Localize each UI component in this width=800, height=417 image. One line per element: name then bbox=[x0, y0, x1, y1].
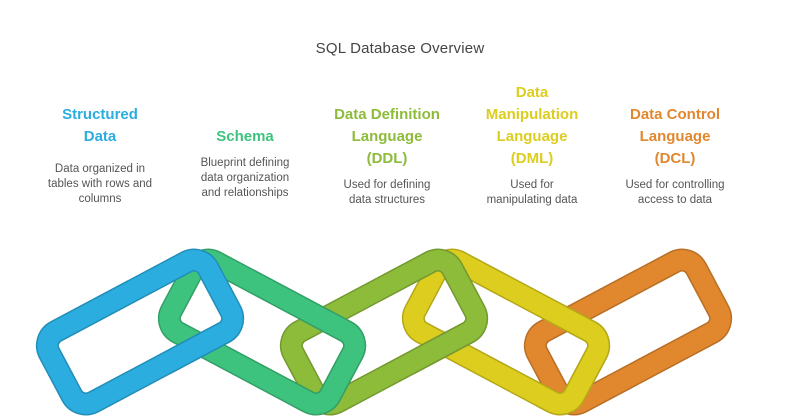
chain-link-body bbox=[292, 322, 365, 412]
concept-title-line: Language bbox=[351, 128, 423, 145]
concept-description-line: columns bbox=[78, 193, 122, 205]
concept-description-line: and relationships bbox=[201, 187, 289, 199]
chain-link-overlap bbox=[292, 322, 367, 412]
chain-link-body bbox=[536, 322, 609, 412]
concept-dml: Data Manipulation Language (DML) Used fo… bbox=[467, 82, 597, 208]
concept-description-line: Used for bbox=[510, 179, 554, 191]
concept-title-line: (DCL) bbox=[654, 150, 696, 167]
concept-title: Structured Data bbox=[35, 104, 165, 148]
concept-description: Used for controlling access to data bbox=[610, 178, 740, 208]
concept-structured-data: Structured Data Data organized in tables… bbox=[35, 104, 165, 207]
concept-description-line: Blueprint defining bbox=[200, 157, 290, 169]
concept-title-line: Data bbox=[83, 128, 117, 145]
concept-title-line: (DML) bbox=[510, 150, 554, 167]
chain-link bbox=[279, 248, 489, 416]
concept-description-line: Used for defining bbox=[343, 179, 431, 191]
chain-link-overlap bbox=[536, 322, 611, 412]
concept-description-line: access to data bbox=[637, 194, 713, 206]
concept-description-line: data organization bbox=[200, 172, 290, 184]
concept-title-line: (DDL) bbox=[366, 150, 408, 167]
chain-link-body bbox=[37, 250, 243, 414]
concept-description: Data organized in tables with rows and c… bbox=[35, 162, 165, 207]
concept-description-line: tables with rows and bbox=[47, 178, 153, 190]
chain-link-front bbox=[292, 322, 367, 412]
chain-link-front bbox=[536, 322, 611, 412]
concept-description-line: data structures bbox=[348, 194, 426, 206]
concept-title-line: Schema bbox=[216, 128, 274, 145]
concept-title: Data Definition Language (DDL) bbox=[322, 104, 452, 170]
concept-dcl: Data Control Language (DCL) Used for con… bbox=[610, 104, 740, 208]
concept-title-line: Data bbox=[515, 84, 549, 101]
chain-link-body bbox=[281, 250, 487, 414]
chain-link bbox=[35, 248, 245, 416]
concept-schema: Schema Blueprint defining data organizat… bbox=[180, 126, 310, 201]
concept-description-line: manipulating data bbox=[486, 194, 578, 206]
concept-description-line: Used for controlling bbox=[625, 179, 725, 191]
concept-ddl: Data Definition Language (DDL) Used for … bbox=[322, 104, 452, 208]
concept-description: Blueprint defining data organization and… bbox=[180, 156, 310, 201]
concept-title-line: Data Control bbox=[630, 106, 720, 123]
concept-description: Used for defining data structures bbox=[322, 178, 452, 208]
chain-back-layer bbox=[35, 248, 733, 416]
concept-title: Data Manipulation Language (DML) bbox=[467, 82, 597, 170]
concept-title: Schema bbox=[180, 126, 310, 148]
chain-link bbox=[523, 248, 733, 416]
chain-front-layer bbox=[170, 322, 611, 412]
concept-title-line: Structured bbox=[62, 106, 138, 123]
concept-description: Used for manipulating data bbox=[467, 178, 597, 208]
concept-title-line: Language bbox=[496, 128, 568, 145]
page-title: SQL Database Overview bbox=[315, 40, 485, 57]
concept-description-line: Data organized in bbox=[54, 163, 146, 175]
concept-title-line: Data Definition bbox=[334, 106, 440, 123]
concept-title-line: Manipulation bbox=[485, 106, 579, 123]
concept-title-line: Language bbox=[639, 128, 711, 145]
concept-title: Data Control Language (DCL) bbox=[610, 104, 740, 170]
chain-link-body bbox=[525, 250, 731, 414]
